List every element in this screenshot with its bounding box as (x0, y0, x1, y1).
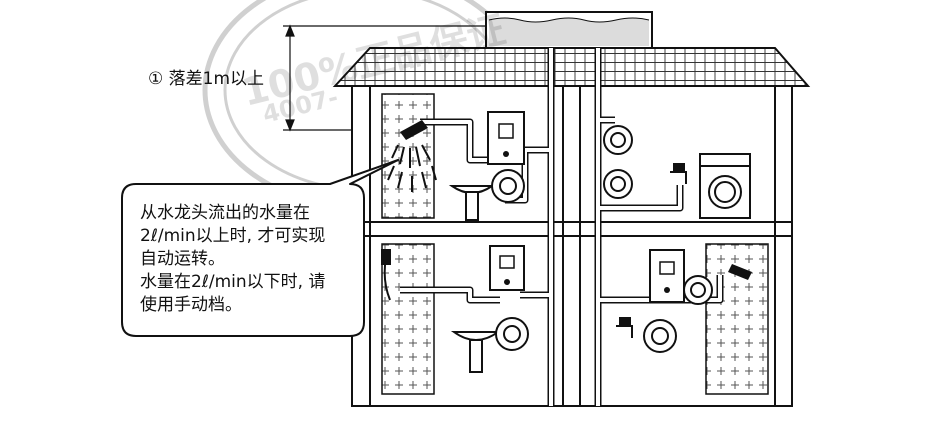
faucet-lower (616, 317, 633, 338)
height-text: 落差1m以上 (168, 69, 265, 89)
callout-line: 从水龙头流出的水量在 (140, 203, 310, 223)
water-tank (485, 11, 653, 49)
callout-line: 自动运转。 (140, 249, 225, 269)
washing-machine (699, 153, 751, 219)
callout-bubble (121, 159, 399, 337)
callout-line: 使用手动档。 (140, 295, 242, 315)
marker-circled-one: ① (148, 69, 164, 89)
faucet (670, 163, 687, 184)
water-heater-lower (489, 245, 525, 291)
callout-line: 水量在2ℓ/min以下时, 请 (140, 272, 326, 292)
shower-head-lower (728, 264, 752, 280)
height-requirement-label: ① 落差1m以上 (148, 64, 264, 89)
booster-pump (491, 169, 525, 203)
callout-line: 2ℓ/min以上时, 才可实现 (140, 226, 326, 246)
shower-head (387, 120, 437, 192)
booster-pump-lower-right (643, 275, 713, 353)
shower-hose (381, 249, 391, 301)
booster-pump-lower (495, 317, 529, 351)
water-meters (603, 125, 633, 199)
callout-text: 从水龙头流出的水量在 2ℓ/min以上时, 才可实现 自动运转。 水量在2ℓ/m… (140, 202, 360, 317)
washbasin-lower (450, 331, 502, 373)
tile-panels (381, 93, 769, 395)
water-heater (487, 111, 525, 165)
water-heater-lower-right (649, 249, 685, 303)
